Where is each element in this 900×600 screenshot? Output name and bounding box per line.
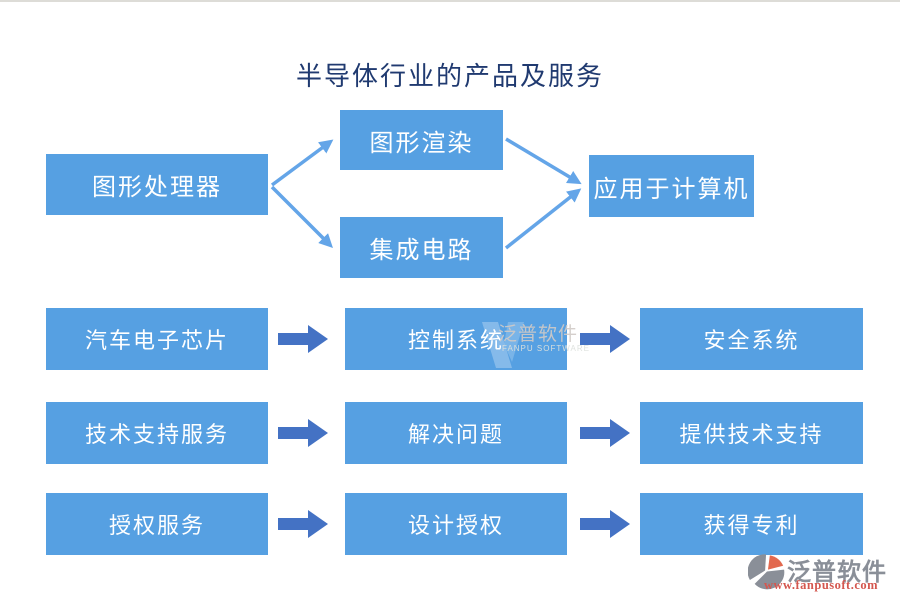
node-graphics-rendering: 图形渲染: [340, 110, 503, 170]
line-arrow-gpu-to-ic: [270, 185, 333, 248]
line-arrow-ic-to-computer: [504, 188, 582, 250]
node-safety-system: 安全系统: [640, 308, 863, 370]
fanpu-logo-icon: [748, 554, 785, 590]
line-arrow-rendering-to-computer: [505, 137, 582, 185]
block-arrow-row2-left: [278, 325, 328, 353]
node-integrated-circuit: 集成电路: [340, 217, 503, 278]
node-tech-support-service: 技术支持服务: [46, 402, 268, 464]
node-applied-to-computer: 应用于计算机: [589, 155, 754, 217]
node-solve-problems: 解决问题: [345, 402, 567, 464]
node-control-system: 控制系统: [345, 308, 567, 370]
diagram-title: 半导体行业的产品及服务: [295, 62, 604, 91]
node-design-licensing: 设计授权: [345, 493, 567, 555]
line-arrow-gpu-to-rendering: [270, 139, 334, 187]
node-obtain-patent: 获得专利: [640, 493, 863, 555]
fanpu-brand: 泛普软件 www.fanpusoft.com: [748, 552, 893, 594]
node-licensing-service: 授权服务: [46, 493, 268, 555]
node-automotive-chips: 汽车电子芯片: [46, 308, 268, 370]
node-graphics-processor: 图形处理器: [46, 154, 268, 215]
node-provide-tech-support: 提供技术支持: [640, 402, 863, 464]
fanpu-logo-url: www.fanpusoft.com: [764, 578, 879, 592]
block-arrow-row2-right: [580, 325, 630, 353]
block-arrow-row4-left: [278, 510, 328, 538]
block-arrow-row4-right: [580, 510, 630, 538]
block-arrow-row3-left: [278, 419, 328, 447]
fanpu-logo-name: 泛普软件: [787, 560, 887, 586]
block-arrow-row3-right: [580, 419, 630, 447]
